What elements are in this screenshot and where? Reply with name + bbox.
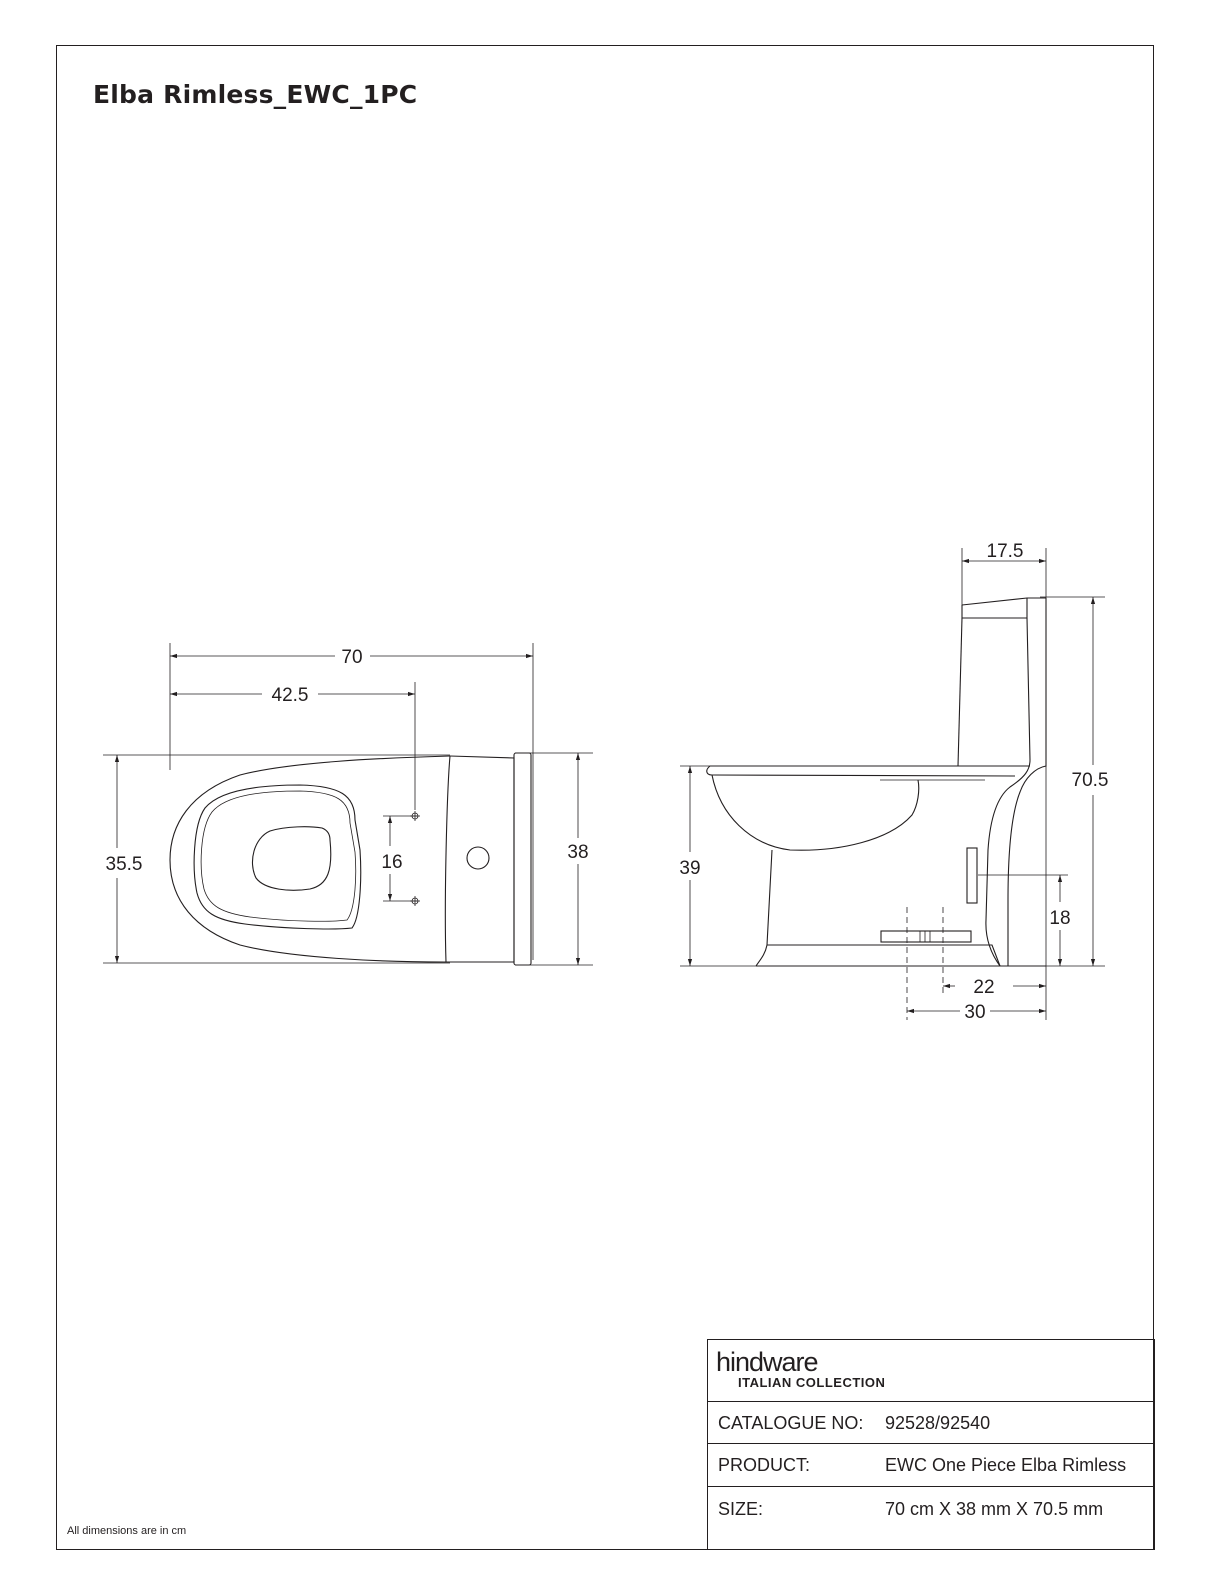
- size-value: 70 cm X 38 mm X 70.5 mm: [885, 1499, 1104, 1519]
- dim-hole-offset: 42.5: [272, 685, 309, 706]
- dim-outlet-22: 22: [973, 977, 994, 998]
- dim-bowl-width: 35.5: [106, 854, 143, 875]
- size-label: SIZE:: [718, 1499, 764, 1519]
- product-label: PRODUCT:: [718, 1455, 811, 1475]
- drawing-frame: [56, 45, 1154, 1550]
- side-view: 17.5 70.5 39 18 22 30: [679, 541, 1108, 1023]
- dim-overall-height: 70.5: [1072, 770, 1109, 791]
- dim-outlet-30: 30: [964, 1002, 985, 1023]
- dim-overall-length: 70: [341, 647, 362, 668]
- catalogue-label: CATALOGUE NO:: [718, 1413, 864, 1433]
- dimensions-note: All dimensions are in cm: [67, 1525, 187, 1537]
- title-block: hindware ITALIAN COLLECTION CATALOGUE NO…: [707, 1339, 1155, 1550]
- dim-tank-width: 38: [567, 842, 588, 863]
- brand-subtitle: ITALIAN COLLECTION: [738, 1375, 886, 1390]
- size-row: SIZE: 70 cm X 38 mm X 70.5 mm: [708, 1486, 1154, 1549]
- dim-tank-depth: 17.5: [987, 541, 1024, 562]
- page-title: Elba Rimless_EWC_1PC: [93, 80, 418, 109]
- dim-inlet-height: 18: [1049, 908, 1070, 929]
- dim-bowl-height: 39: [679, 858, 700, 879]
- dim-hole-spacing: 16: [381, 852, 402, 873]
- brand-name: hindware: [716, 1347, 819, 1377]
- catalogue-row: CATALOGUE NO: 92528/92540: [708, 1401, 1154, 1443]
- top-view: 70 42.5 35.5 38 16: [103, 643, 593, 966]
- product-value: EWC One Piece Elba Rimless: [885, 1455, 1127, 1475]
- product-row: PRODUCT: EWC One Piece Elba Rimless: [708, 1443, 1154, 1486]
- catalogue-value: 92528/92540: [885, 1413, 991, 1433]
